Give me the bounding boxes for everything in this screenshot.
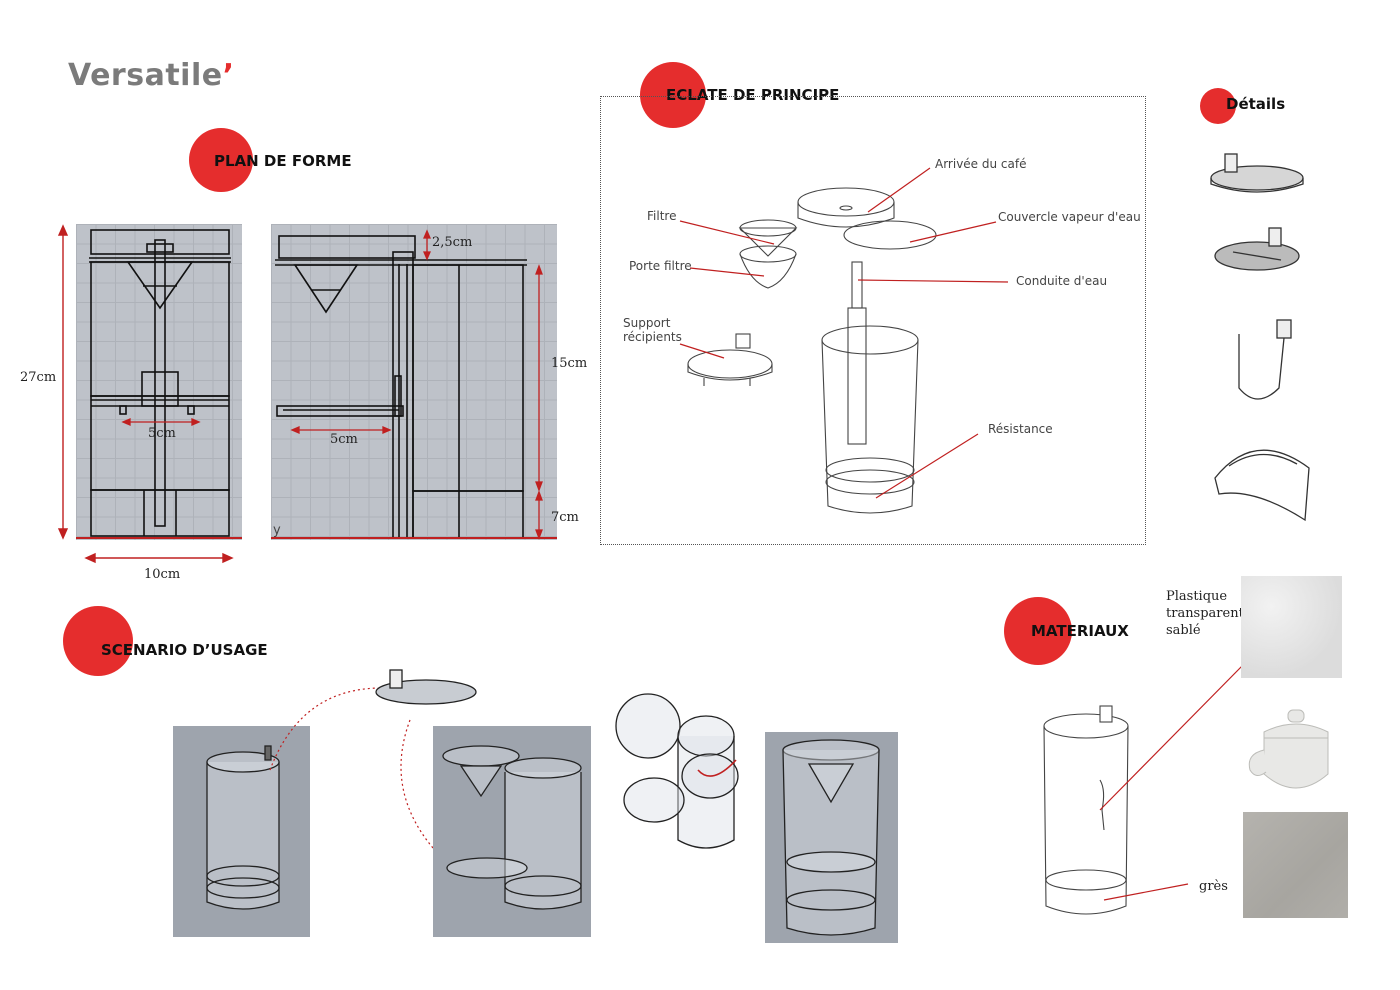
scenario-render-1: [173, 726, 310, 937]
materiaux-section-dot: [1004, 597, 1072, 665]
material-plastic-line3: sablé: [1166, 623, 1201, 638]
scenario-motion-path: [269, 687, 451, 867]
front-view-grid: [76, 224, 242, 540]
exploded-view-sketch: [679, 167, 1009, 514]
eclate-section-title: ECLATE DE PRINCIPE: [666, 86, 840, 104]
scenario-section-title: SCENARIO D’USAGE: [101, 641, 268, 659]
materials-sketch: [1043, 705, 1129, 915]
scenario-floating-plate: [375, 669, 477, 705]
ceramic-pot-icon: [1248, 709, 1329, 789]
scenario-render-2-drawing: [442, 745, 582, 910]
materiaux-section-title: MATERIAUX: [1031, 622, 1129, 640]
side-upper-dimension: 15cm: [551, 356, 588, 371]
details-sketches: [1210, 153, 1310, 522]
side-lower-dimension: 7cm: [551, 510, 579, 525]
front-view-drawing: [76, 229, 242, 539]
side-view-drawing: y: [271, 229, 557, 540]
material-plastic-label: Plastique transparent sablé: [1166, 588, 1244, 639]
side-top-dimension: 2,5cm: [432, 235, 473, 250]
plan-section-dot: [189, 128, 253, 192]
plastic-texture-swatch: [1241, 576, 1342, 678]
exploded-view-frame: [600, 96, 1146, 545]
details-section-title: Détails: [1226, 95, 1286, 113]
height-dimension-arrow: [57, 224, 69, 540]
brand-logo: Versatile’: [68, 58, 234, 93]
label-support-line1: Support: [623, 316, 671, 330]
brand-logo-mark: ’: [222, 58, 235, 93]
material-plastic-line2: transparent: [1166, 606, 1244, 621]
scenario-render-3-drawing: [615, 693, 739, 849]
label-support-line2: récipients: [623, 330, 682, 344]
scenario-render-1-drawing: [206, 745, 280, 910]
material-plastic-line1: Plastique: [1166, 589, 1228, 604]
material-gres-label: grès: [1199, 879, 1228, 894]
ceramic-product-photo: [1242, 702, 1346, 811]
height-total-dimension: 27cm: [20, 370, 57, 385]
label-filtre: Filtre: [647, 209, 677, 223]
label-porte-filtre: Porte filtre: [629, 259, 692, 273]
eclate-section-dot: [640, 62, 706, 128]
side-inner-dimension: 5cm: [330, 432, 358, 447]
side-view-grid: [271, 224, 557, 540]
details-section-dot: [1200, 88, 1236, 124]
width-dimension-arrow: [84, 552, 234, 564]
side-view-axis-label: y: [273, 523, 281, 538]
scenario-render-4-drawing: [782, 739, 880, 936]
front-inner-dimension: 5cm: [148, 426, 176, 441]
brand-logo-text: Versatile: [68, 58, 223, 93]
scenario-section-dot: [63, 606, 133, 676]
width-total-dimension: 10cm: [144, 567, 181, 582]
label-resistance: Résistance: [988, 422, 1053, 436]
plan-section-title: PLAN DE FORME: [214, 152, 352, 170]
label-couvercle: Couvercle vapeur d'eau: [998, 210, 1141, 224]
label-conduite: Conduite d'eau: [1016, 274, 1108, 288]
label-arrivee-cafe: Arrivée du café: [935, 157, 1027, 171]
gres-texture-swatch: [1243, 812, 1348, 918]
materials-callout-lines: [1099, 663, 1245, 901]
